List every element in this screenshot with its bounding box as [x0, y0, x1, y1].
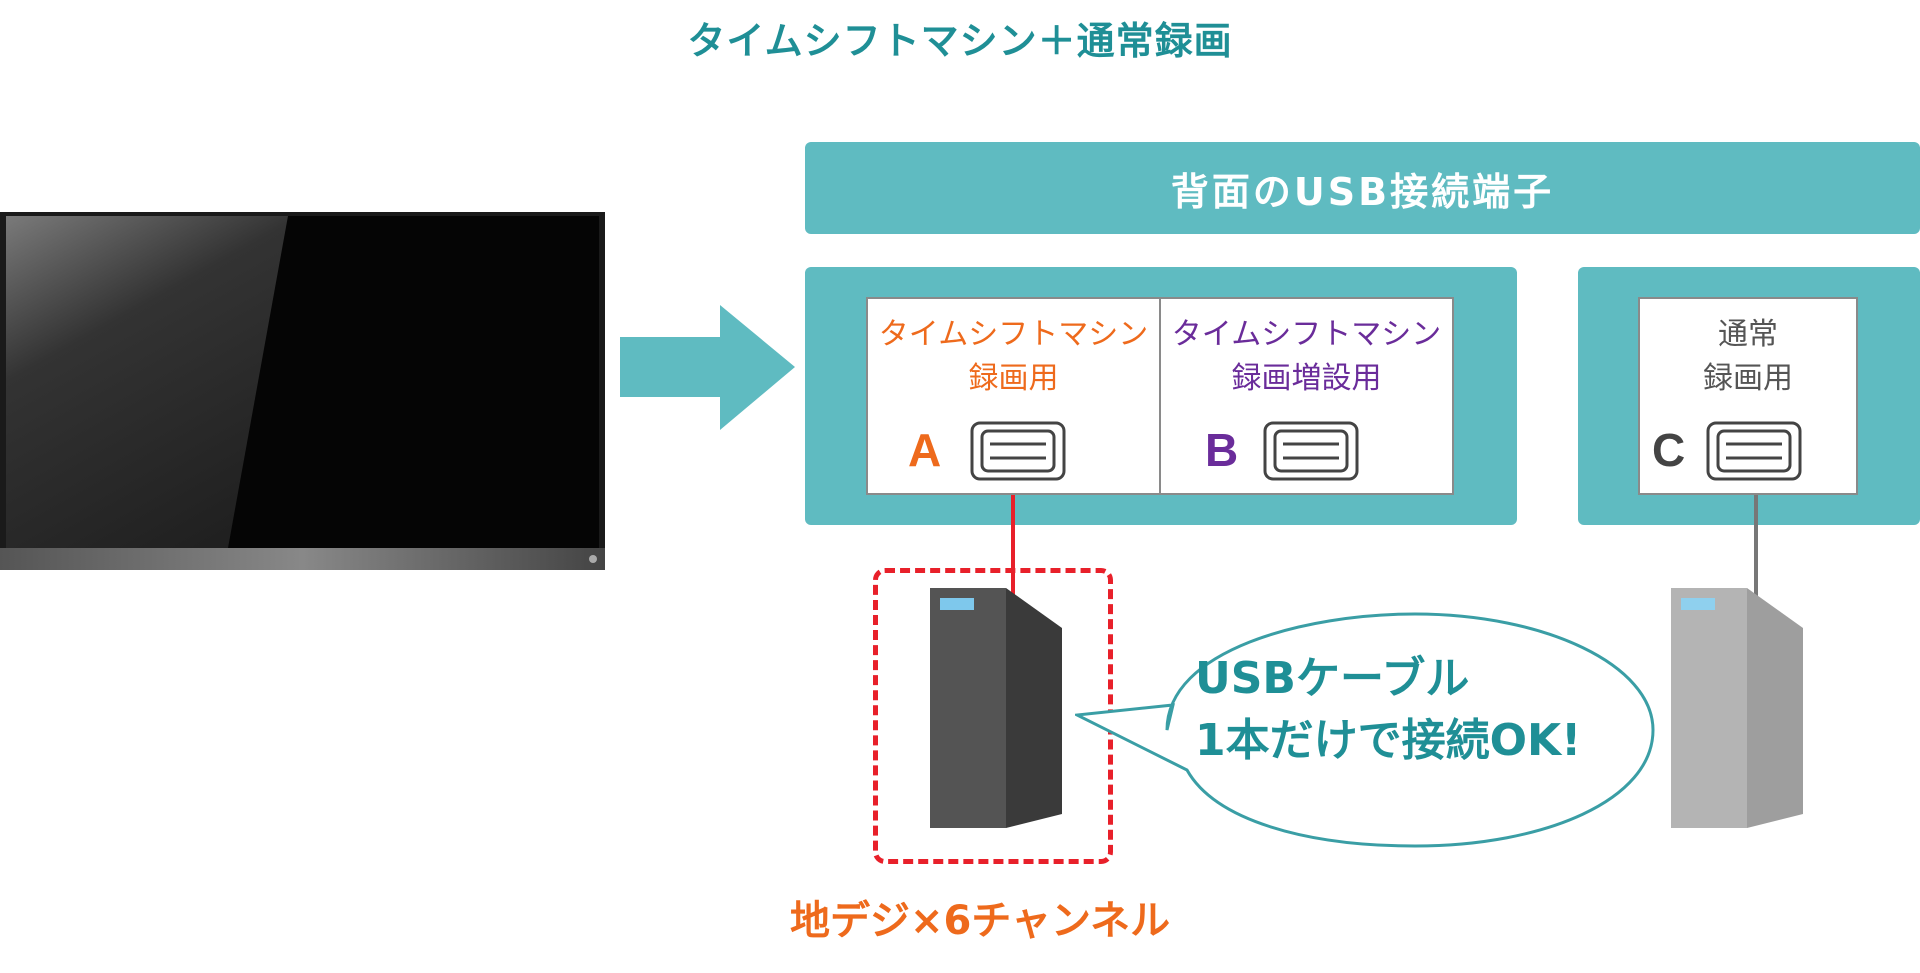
usb-port-icon [970, 421, 1066, 481]
bubble-text: USBケーブル 1本だけで接続OK! [1195, 648, 1635, 772]
port-a-label-line2: 録画用 [968, 361, 1059, 396]
port-c-letter: C [1652, 424, 1686, 476]
usb-port-icon [1706, 421, 1802, 481]
port-b-label-line2: 録画増設用 [1231, 361, 1382, 396]
port-a-letter: A [908, 424, 942, 476]
usb-port-icon [1263, 421, 1359, 481]
port-c-label-line1: 通常 [1718, 317, 1778, 352]
tv-icon [0, 212, 605, 570]
bubble-line1: USBケーブル [1195, 653, 1470, 704]
port-a-label-line1: タイムシフトマシン [878, 317, 1149, 352]
speech-bubble [1075, 612, 1655, 848]
usb-terminals-header: 背面のUSB接続端子 [805, 142, 1920, 234]
arrow-right-icon [620, 305, 795, 430]
hdd-tower-icon [1671, 588, 1803, 828]
port-b-letter: B [1205, 424, 1239, 476]
port-b-panel: タイムシフトマシン 録画増設用 B [1159, 297, 1454, 495]
port-a-panel: タイムシフトマシン 録画用 A [866, 297, 1161, 495]
port-c-panel: 通常 録画用 C [1638, 297, 1858, 495]
channels-caption: 地デジ×6チャンネル [790, 898, 1171, 944]
hdd-tower-icon [930, 588, 1062, 828]
bubble-line2: 1本だけで接続OK! [1195, 715, 1582, 766]
port-b-label-line1: タイムシフトマシン [1171, 317, 1442, 352]
port-c-label-line2: 録画用 [1703, 361, 1793, 396]
diagram-title: タイムシフトマシン＋通常録画 [687, 19, 1233, 63]
